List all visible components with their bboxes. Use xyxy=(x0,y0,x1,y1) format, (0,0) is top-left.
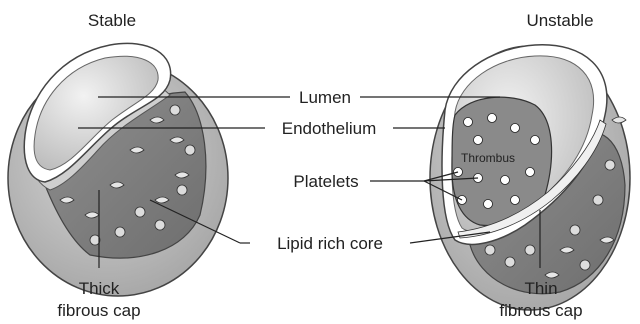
foam-cell xyxy=(115,227,125,237)
foam-cell xyxy=(593,195,603,205)
platelets-label: Platelets xyxy=(293,172,358,191)
thin-cap-label-line2: fibrous cap xyxy=(499,301,582,320)
endothelium-label: Endothelium xyxy=(282,119,377,138)
platelet xyxy=(484,200,493,209)
platelet xyxy=(501,176,510,185)
stable-title: Stable xyxy=(88,11,136,30)
lipid-core-label: Lipid rich core xyxy=(277,234,383,253)
foam-cell xyxy=(177,185,187,195)
platelet xyxy=(511,196,520,205)
foam-cell xyxy=(485,245,495,255)
unstable-plaque xyxy=(430,45,630,310)
thrombus-label: Thrombus xyxy=(461,151,515,165)
platelet xyxy=(531,136,540,145)
lumen-label: Lumen xyxy=(299,88,351,107)
foam-cell xyxy=(170,105,180,115)
thin-cap-label-line1: Thin xyxy=(524,279,557,298)
thick-cap-label-line2: fibrous cap xyxy=(57,301,140,320)
unstable-title: Unstable xyxy=(526,11,593,30)
foam-cell xyxy=(580,260,590,270)
foam-cell xyxy=(570,225,580,235)
foam-cell xyxy=(525,245,535,255)
platelet xyxy=(474,136,483,145)
platelet xyxy=(526,168,535,177)
foam-cell xyxy=(135,207,145,217)
foam-cell xyxy=(605,160,615,170)
foam-cell xyxy=(505,257,515,267)
platelet xyxy=(488,114,497,123)
foam-cell xyxy=(155,220,165,230)
foam-cell xyxy=(185,145,195,155)
platelet xyxy=(464,118,473,127)
platelet xyxy=(511,124,520,133)
thick-cap-label-line1: Thick xyxy=(79,279,120,298)
stable-plaque xyxy=(8,43,228,296)
